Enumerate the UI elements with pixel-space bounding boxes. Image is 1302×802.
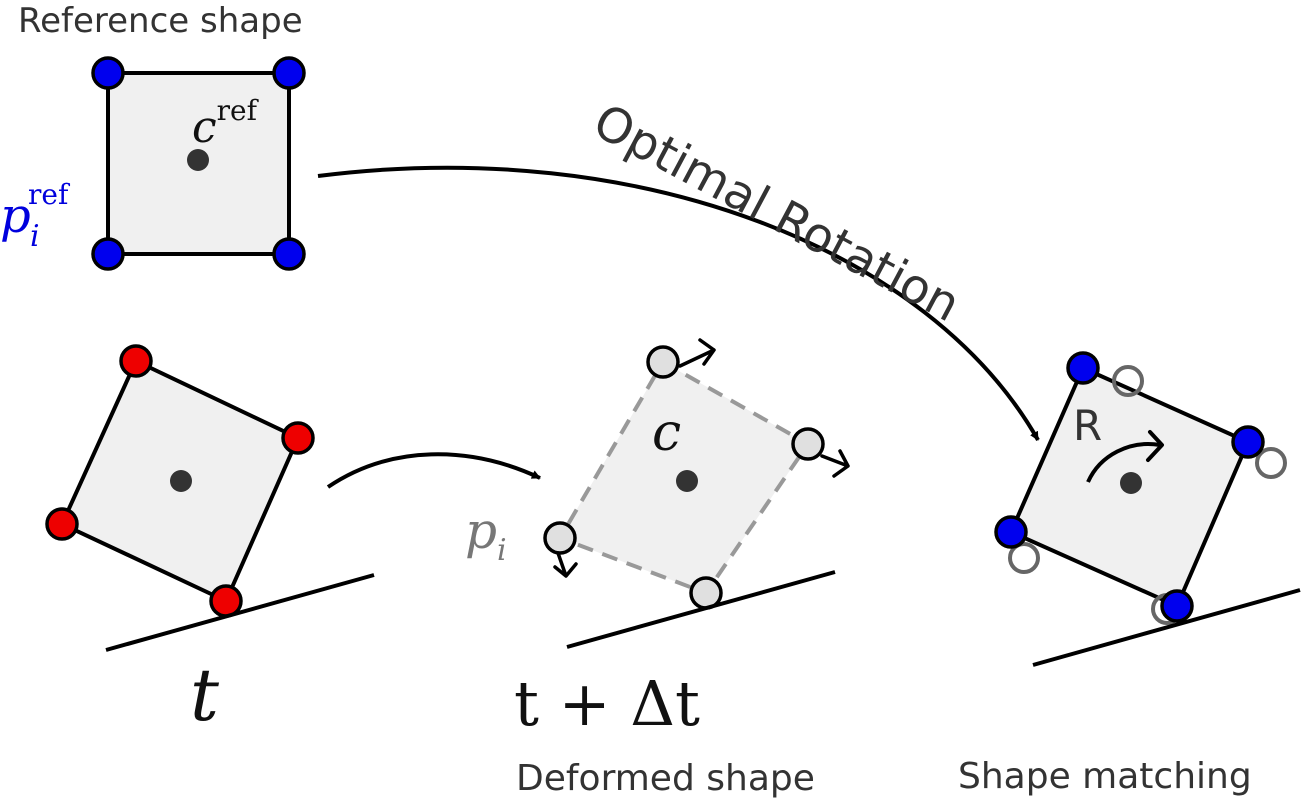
p-deformed-label: p [465,502,497,560]
reference-shape-label: Reference shape [18,1,303,41]
reference-centroid [187,149,209,171]
initial-vertex [45,507,79,541]
ghost-vertex [1112,365,1144,397]
ghost-vertex [1008,542,1040,574]
deformed-centroid [676,470,698,492]
p-deformed-subscript: i [497,533,507,568]
initial-vertex [119,344,153,378]
deformed-vertex [646,345,680,379]
p-ref-label: p [0,188,31,244]
time-t-label: t [190,653,220,737]
p-ref-subscript: i [30,219,40,254]
ground-line-matched [1032,588,1301,667]
initial-shape [45,344,315,618]
velocity-arrow-icon [678,338,716,368]
reference-vertex [272,56,306,90]
rotation-arc-icon [1086,442,1161,483]
c-ref-label: cref [192,94,260,153]
rotation-R-label: R [1073,401,1102,450]
optimal-rotation-arrow [317,165,1040,441]
p-ref-superscript: ref [28,178,71,211]
matched-vertex [1160,589,1194,623]
optimal-rotation-label: Optimal Rotation [584,93,969,333]
initial-centroid [170,470,192,492]
c-deformed-label: c [652,403,681,463]
matched-vertex [994,515,1028,549]
deformed-vertex [543,521,577,555]
reference-shape [91,56,306,271]
matched-vertex [1066,351,1100,385]
deformed-shape [543,338,850,610]
time-t-dt-label: t + Δt [514,667,700,740]
rotation-arrowhead-icon [1146,430,1164,462]
deformed-vertex [791,427,825,461]
time-step-arrow [326,452,541,489]
velocity-arrow-icon [553,551,578,578]
velocity-arrow-icon [820,449,850,478]
shape-matching-label: Shape matching [958,756,1252,797]
reference-vertex [91,56,125,90]
reference-vertex [272,237,306,271]
reference-vertex [91,237,125,271]
matched-shape [994,351,1287,625]
ground-line-initial [105,573,375,652]
matched-centroid [1120,472,1142,494]
matched-vertex [1231,425,1265,459]
deformed-shape-label: Deformed shape [516,758,815,799]
ghost-vertex [1255,447,1287,479]
ground-line-deformed [566,570,836,649]
initial-vertex [281,421,315,455]
